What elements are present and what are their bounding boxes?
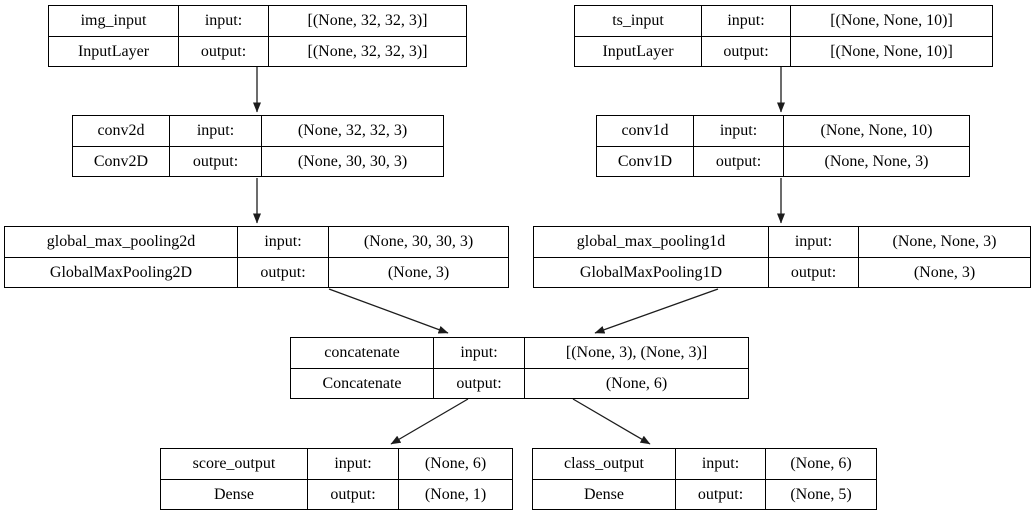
layer-node-global-max-pooling1d: global_max_pooling1d input: (None, None,… bbox=[533, 226, 1031, 288]
output-label: output: bbox=[308, 479, 399, 509]
layer-node-conv1d: conv1d input: (None, None, 10) Conv1D ou… bbox=[596, 115, 970, 177]
layer-name: global_max_pooling2d bbox=[5, 227, 238, 257]
output-shape: [(None, 32, 32, 3)] bbox=[269, 36, 466, 66]
input-shape: (None, None, 10) bbox=[820, 122, 933, 139]
input-label: input: bbox=[769, 227, 859, 257]
output-label: output: bbox=[676, 479, 766, 509]
layer-name: ts_input bbox=[575, 6, 702, 36]
output-shape: (None, 1) bbox=[399, 479, 512, 509]
layer-node-ts-input: ts_input input: [(None, None, 10)] Input… bbox=[574, 5, 993, 67]
output-label: output: bbox=[238, 257, 329, 287]
input-shape: (None, 32, 32, 3) bbox=[297, 122, 408, 139]
output-shape: (None, None, 3) bbox=[784, 146, 969, 176]
layer-type: Conv1D bbox=[597, 146, 694, 176]
layer-node-conv2d: conv2d input: (None, 32, 32, 3) Conv2D o… bbox=[72, 115, 444, 177]
layer-name: class_output bbox=[533, 449, 676, 479]
layer-type: Dense bbox=[161, 479, 308, 509]
output-shape: (None, 30, 30, 3) bbox=[262, 146, 443, 176]
layer-node-img-input: img_input input: [(None, 32, 32, 3)] Inp… bbox=[48, 5, 467, 67]
input-shape: (None, 6) bbox=[790, 455, 852, 472]
output-shape: (None, 3) bbox=[329, 257, 508, 287]
layer-type: InputLayer bbox=[49, 36, 179, 66]
layer-node-concatenate: concatenate input: [(None, 3), (None, 3)… bbox=[290, 337, 749, 399]
input-label: input: bbox=[238, 227, 329, 257]
layer-type: Dense bbox=[533, 479, 676, 509]
output-shape: [(None, None, 10)] bbox=[791, 36, 992, 66]
input-shape: [(None, 32, 32, 3)] bbox=[307, 12, 428, 29]
layer-type: GlobalMaxPooling1D bbox=[534, 257, 769, 287]
layer-name: concatenate bbox=[291, 338, 434, 368]
output-label: output: bbox=[170, 146, 262, 176]
layer-type: Conv2D bbox=[73, 146, 170, 176]
layer-name: conv2d bbox=[73, 116, 170, 146]
input-shape: [(None, 3), (None, 3)] bbox=[565, 344, 708, 361]
output-shape: (None, 3) bbox=[859, 257, 1030, 287]
output-label: output: bbox=[769, 257, 859, 287]
edge-gmp2d-concatenate bbox=[328, 288, 449, 334]
input-shape: (None, None, 3) bbox=[892, 233, 997, 250]
input-label: input: bbox=[308, 449, 399, 479]
layer-type: GlobalMaxPooling2D bbox=[5, 257, 238, 287]
input-label: input: bbox=[702, 6, 791, 36]
layer-name: global_max_pooling1d bbox=[534, 227, 769, 257]
output-label: output: bbox=[702, 36, 791, 66]
output-label: output: bbox=[694, 146, 784, 176]
layer-name: img_input bbox=[49, 6, 179, 36]
layer-type: InputLayer bbox=[575, 36, 702, 66]
input-label: input: bbox=[170, 116, 262, 146]
output-shape: (None, 6) bbox=[525, 368, 748, 398]
edge-concatenate-score_output bbox=[390, 398, 469, 445]
input-shape: (None, 6) bbox=[424, 455, 487, 472]
layer-type: Concatenate bbox=[291, 368, 434, 398]
layer-node-score-output: score_output input: (None, 6) Dense outp… bbox=[160, 448, 513, 510]
edge-gmp1d-concatenate bbox=[594, 288, 719, 334]
layer-name: conv1d bbox=[597, 116, 694, 146]
output-label: output: bbox=[434, 368, 525, 398]
edge-concatenate-class_output bbox=[572, 398, 651, 445]
layer-node-class-output: class_output input: (None, 6) Dense outp… bbox=[532, 448, 877, 510]
layer-node-global-max-pooling2d: global_max_pooling2d input: (None, 30, 3… bbox=[4, 226, 509, 288]
output-shape: (None, 5) bbox=[766, 479, 876, 509]
output-label: output: bbox=[179, 36, 269, 66]
input-label: input: bbox=[179, 6, 269, 36]
input-label: input: bbox=[676, 449, 766, 479]
input-shape: [(None, None, 10)] bbox=[830, 12, 953, 29]
input-shape: (None, 30, 30, 3) bbox=[363, 233, 474, 250]
layer-name: score_output bbox=[161, 449, 308, 479]
input-label: input: bbox=[434, 338, 525, 368]
input-label: input: bbox=[694, 116, 784, 146]
